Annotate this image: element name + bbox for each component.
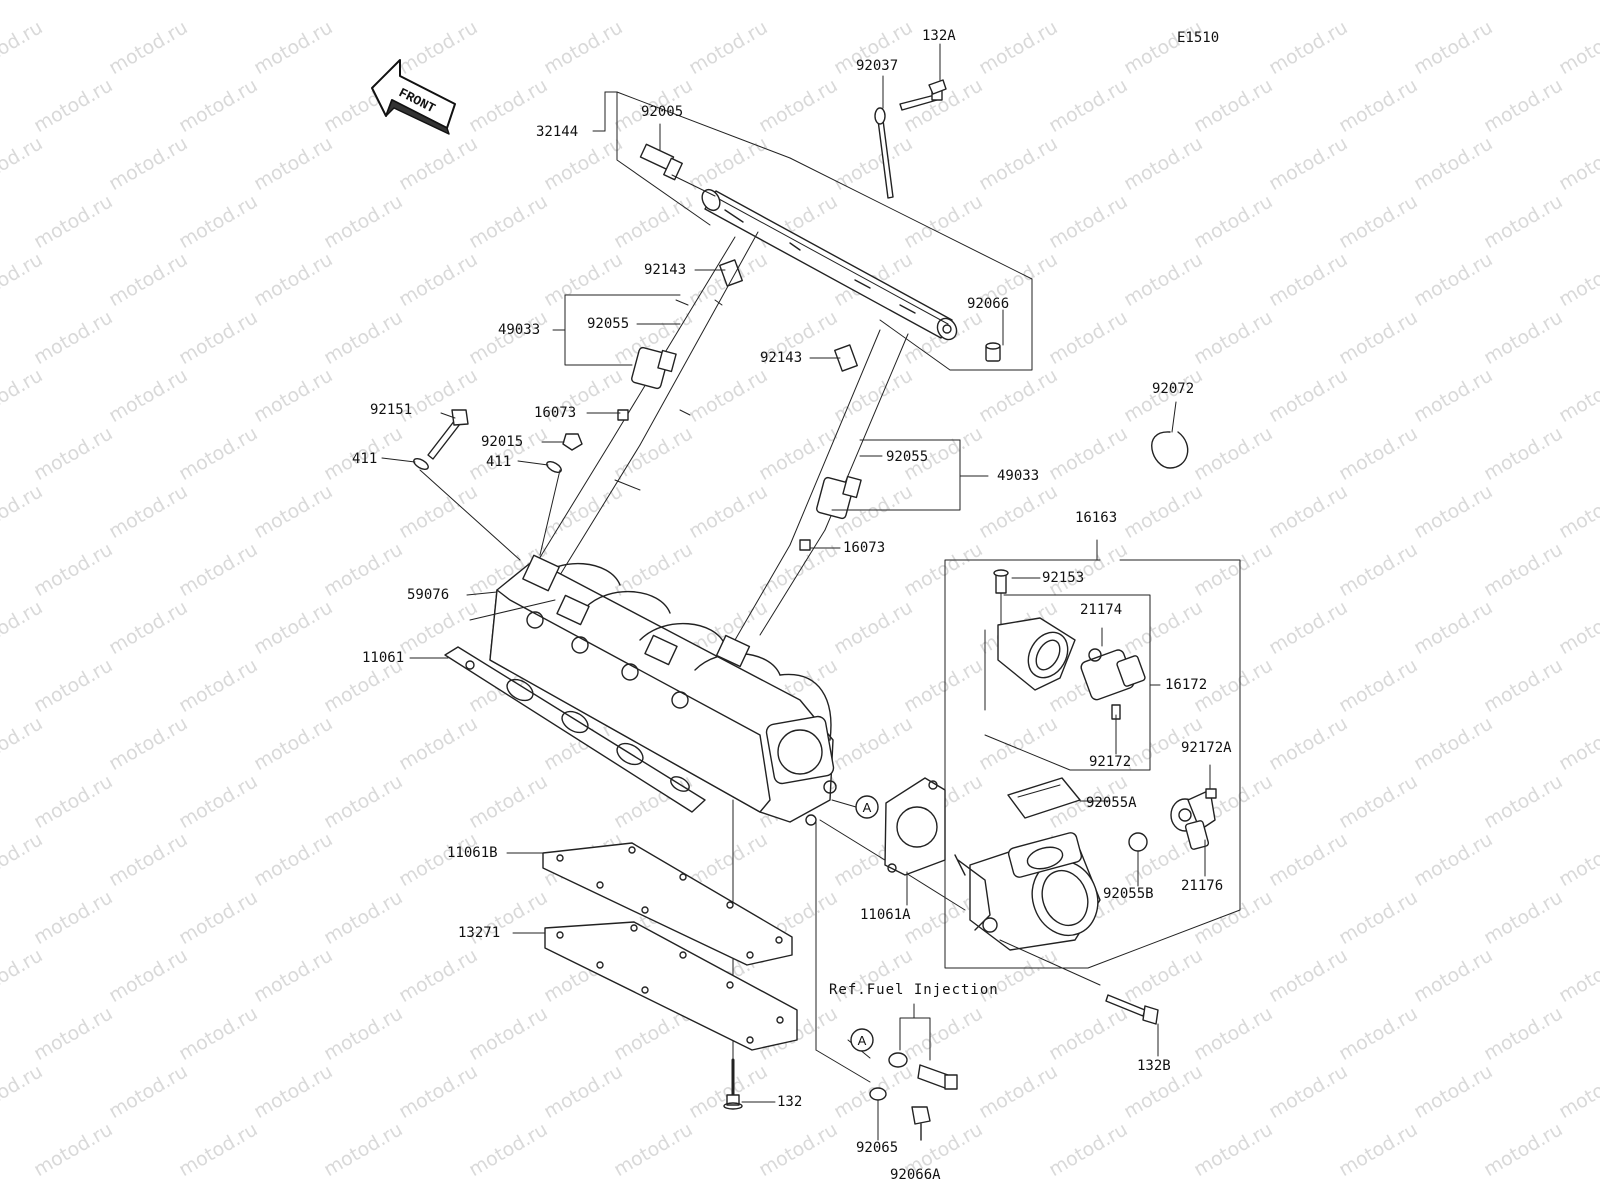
injector-sockets [522,554,751,668]
screw-92172A [1205,788,1217,799]
intake-manifold-59076 [489,559,837,826]
label-92005: 92005 [641,104,684,120]
label-411-left: 411 [352,451,378,467]
sensor-21176 [1170,789,1216,850]
spacer-92143-top [719,259,743,287]
label-16073-right: 16073 [843,540,886,556]
label-32144: 32144 [536,124,579,140]
plate-13271 [544,921,798,1051]
cap-92066 [985,342,1001,362]
fuel-rail-group-outline [592,91,1033,371]
label-13271: 13271 [458,925,501,941]
label-11061: 11061 [362,650,405,666]
bolt-92151 [427,409,469,460]
callout-a-lower: A [850,1028,874,1052]
label-92072: 92072 [1152,381,1195,397]
fitting-92005 [639,143,716,197]
isc-valve-16172 [1080,648,1146,720]
injector-bracket-left [552,294,681,366]
screw-92153 [993,569,1009,626]
gasket-11061B [542,842,793,966]
label-132B: 132B [1137,1058,1171,1074]
label-92065: 92065 [856,1140,899,1156]
label-132: 132 [777,1094,803,1110]
label-92066A: 92066A [890,1167,941,1183]
spacer-92143-mid [834,344,858,372]
label-92066: 92066 [967,296,1010,312]
label-92015: 92015 [481,434,524,450]
label-92055B: 92055B [1103,886,1154,902]
label-11061A: 11061A [860,907,911,923]
label-59076: 59076 [407,587,450,603]
label-92153: 92153 [1042,570,1085,586]
label-92055-left: 92055 [587,316,630,332]
label-132A: 132A [922,28,956,44]
isc-group-outline [984,594,1161,771]
label-92143-mid: 92143 [760,350,803,366]
throttle-body [954,832,1101,986]
ref-fuel-injection-parts [847,1003,958,1141]
svg-text:A: A [858,1033,867,1048]
clip-92072 [1151,401,1189,469]
label-21176: 21176 [1181,878,1224,894]
label-49033-right: 49033 [997,468,1040,484]
label-16073-left: 16073 [534,405,577,421]
gasket-92055A [1007,777,1081,819]
label-16163: 16163 [1075,510,1118,526]
svg-text:A: A [863,800,872,815]
gasket-11061A [884,777,946,876]
injector-49033-right [799,475,862,551]
label-11061B: 11061B [447,845,498,861]
label-92055-right: 92055 [886,449,929,465]
label-92143-top: 92143 [644,262,687,278]
leader-lines [381,43,1211,1141]
strap-92037 [874,107,894,199]
bolt-132A [899,79,947,111]
label-49033-left: 49033 [498,322,541,338]
label-21174: 21174 [1080,602,1123,618]
bolt-132 [723,1058,743,1110]
label-16172: 16172 [1165,677,1208,693]
label-411-right: 411 [486,454,512,470]
gasket-11061 [444,646,706,813]
clip-411-left [413,458,429,470]
label-92055A: 92055A [1086,795,1137,811]
nut-92015 [562,433,583,451]
label-92172A: 92172A [1181,740,1232,756]
reference-fuel-injection: Ref.Fuel Injection [829,982,999,998]
clip-411-right [546,461,562,473]
injector-bracket-right [831,439,989,511]
throttle-body-group-outline [944,539,1241,969]
fuel-rail [701,188,958,341]
injector-49033-left [617,346,677,421]
label-92151: 92151 [370,402,413,418]
label-92037: 92037 [856,58,899,74]
oring-92055B [1128,832,1148,852]
front-arrow-icon: FRONT [371,59,456,135]
bolt-132B [1105,994,1159,1025]
injector-guide-lines [519,231,909,641]
label-92172: 92172 [1089,754,1132,770]
callout-a-upper: A [831,795,879,819]
cover-21174 [997,617,1076,691]
diagram-code: E1510 [1177,30,1220,46]
